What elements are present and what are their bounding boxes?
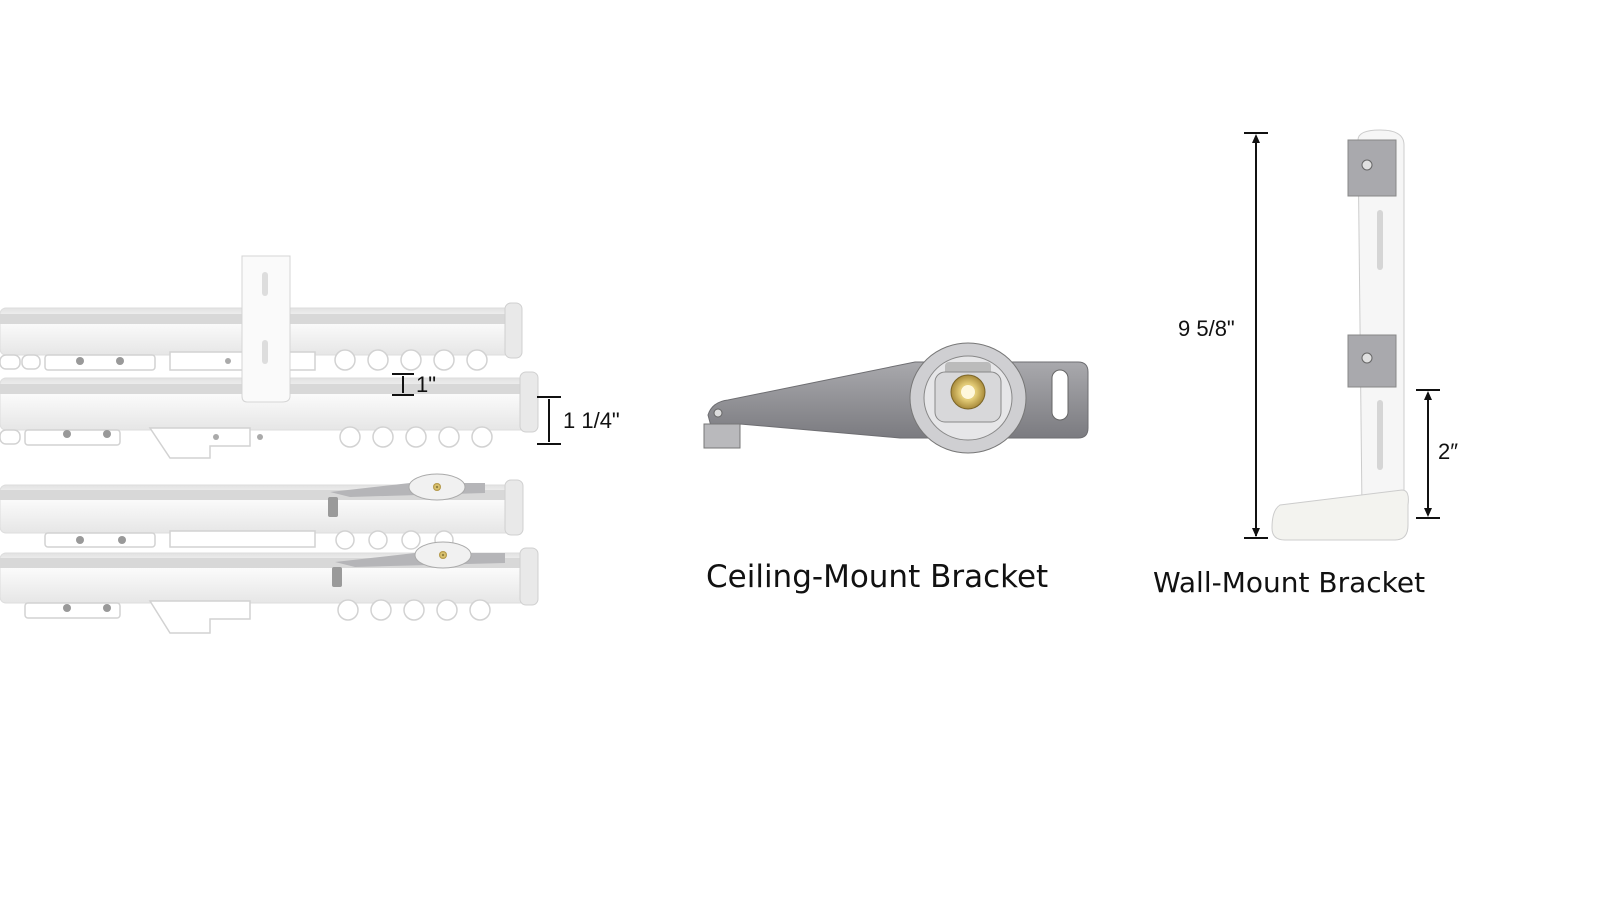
dimension-label-base-height: 2″ — [1438, 439, 1458, 464]
track-rail-4 — [0, 541, 539, 634]
ceiling-mount-caption: Ceiling-Mount Bracket — [706, 559, 1048, 595]
dimension-track-overall-height: 1 1/4" — [537, 396, 620, 445]
dimension-wall-bracket-base: 2″ — [1416, 389, 1458, 519]
dimension-track-height: 1" — [392, 372, 436, 397]
curtain-tracks: 1" 1 1/4" — [0, 255, 620, 634]
dimension-label-track-overall: 1 1/4" — [563, 408, 620, 433]
track-rail-3 — [0, 473, 524, 550]
dimension-label-total-height: 9 5/8" — [1178, 316, 1235, 341]
dimension-wall-bracket-height: 9 5/8" — [1178, 132, 1268, 539]
ceiling-mount-bracket — [703, 342, 1089, 454]
track-clip-bracket — [241, 255, 291, 403]
wall-mount-bracket — [1271, 129, 1409, 541]
wall-mount-caption: Wall-Mount Bracket — [1153, 566, 1425, 599]
dimension-label-track-height: 1" — [416, 372, 436, 397]
